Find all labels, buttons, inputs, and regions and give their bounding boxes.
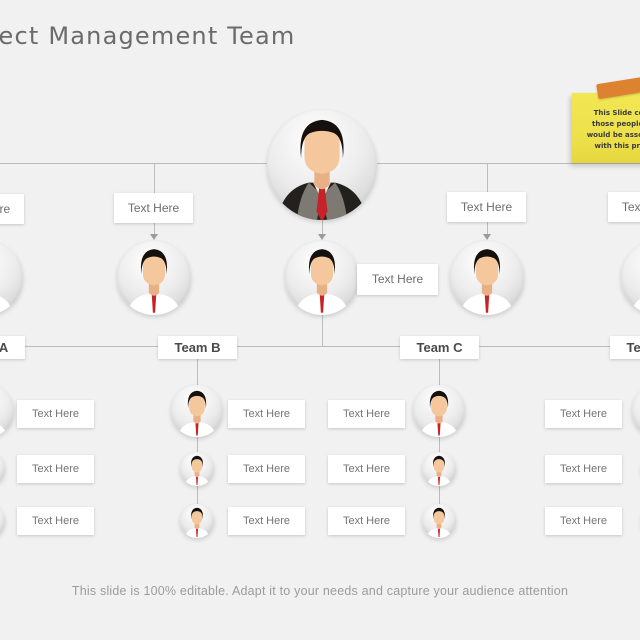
connector-line-level2	[0, 346, 640, 347]
member-avatar	[621, 241, 640, 315]
member-avatar	[117, 241, 191, 315]
member-avatar	[171, 385, 223, 437]
member-avatar	[180, 504, 214, 538]
arrow-down-icon	[483, 234, 491, 240]
text-here-label: Text Here	[114, 193, 193, 223]
text-here-label: Text Here	[328, 507, 405, 535]
member-avatar	[450, 241, 524, 315]
text-here-label: Text Here	[228, 507, 305, 535]
slide-title: Project Management Team	[0, 22, 296, 50]
member-avatar	[285, 241, 359, 315]
text-here-label: Text Here	[17, 507, 94, 535]
member-avatar	[413, 385, 465, 437]
member-avatar	[632, 385, 640, 437]
sticky-note-line: This Slide covers	[593, 109, 640, 117]
team-b-label: Team B	[158, 336, 237, 359]
connector-line-drop	[322, 300, 323, 346]
text-here-label: Text Here	[447, 192, 526, 222]
arrow-down-icon	[150, 234, 158, 240]
sticky-note: This Slide covers those people who would…	[572, 93, 640, 163]
text-here-label: Text Here	[328, 455, 405, 483]
footer-caption: This slide is 100% editable. Adapt it to…	[71, 584, 569, 598]
sticky-note-line: with this project	[594, 142, 640, 150]
text-here-label: Text Here	[328, 400, 405, 428]
member-avatar	[0, 241, 23, 315]
text-here-label: Text Here	[545, 400, 622, 428]
text-here-label: Text Here	[357, 264, 438, 295]
team-d-label: Team D	[610, 336, 640, 359]
member-avatar	[422, 452, 456, 486]
member-avatar	[0, 452, 5, 486]
text-here-label: Text Here	[228, 455, 305, 483]
member-avatar	[0, 504, 5, 538]
connector-line-team-b	[197, 358, 198, 538]
text-here-label: Text Here	[17, 400, 94, 428]
text-here-label: Text Here	[545, 507, 622, 535]
text-here-label: Text Here	[545, 455, 622, 483]
sticky-note-line: those people who	[592, 120, 640, 128]
member-avatar	[0, 385, 14, 437]
team-a-label: Team A	[0, 336, 25, 359]
arrow-down-icon	[318, 234, 326, 240]
text-here-label: Text Here	[0, 194, 24, 224]
member-avatar	[180, 452, 214, 486]
connector-line-team-c	[439, 358, 440, 538]
manager-avatar	[267, 110, 377, 220]
sticky-note-line: would be associated	[586, 131, 640, 139]
text-here-label: Text Here	[608, 192, 640, 222]
member-avatar	[422, 504, 456, 538]
text-here-label: Text Here	[17, 455, 94, 483]
text-here-label: Text Here	[228, 400, 305, 428]
team-c-label: Team C	[400, 336, 479, 359]
